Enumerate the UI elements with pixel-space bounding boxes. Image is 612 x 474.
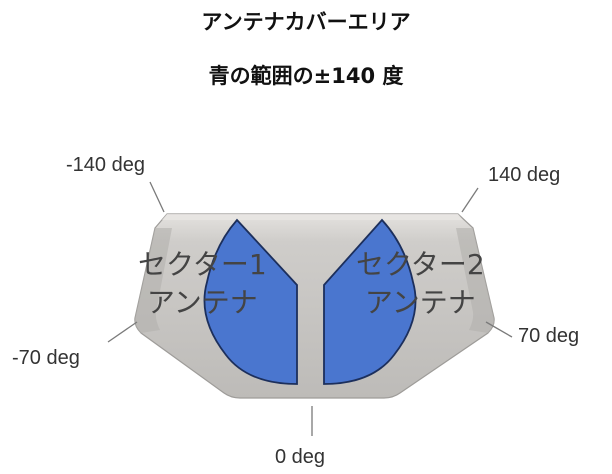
leader-line-neg140 (149, 181, 165, 213)
housing-left-facet (134, 228, 172, 333)
diagram-title: アンテナカバーエリア (201, 10, 411, 34)
angle-label-pos140: 140 deg (488, 164, 561, 186)
sector2-type: アンテナ (364, 286, 476, 319)
angle-label-neg70: -70 deg (12, 347, 80, 369)
sector1-type: アンテナ (146, 286, 258, 319)
housing-right-facet (456, 228, 495, 333)
diagram-subtitle: 青の範囲の±140 度 (208, 64, 404, 88)
sector2-name: セクター2 (356, 248, 485, 281)
angle-label-zero: 0 deg (275, 446, 326, 468)
sector2-label: セクター2 アンテナ (356, 246, 485, 322)
housing-top-edge (162, 214, 463, 220)
sector1-antenna-shape (203, 218, 298, 385)
leader-line-pos70 (485, 321, 513, 338)
sector2-antenna-shape (323, 218, 417, 385)
sector1-label: セクター1 アンテナ (138, 246, 267, 322)
leader-line-pos140 (461, 187, 479, 213)
leader-line-neg70 (107, 321, 138, 343)
angle-label-pos70: 70 deg (518, 325, 580, 347)
sector1-name: セクター1 (138, 248, 267, 281)
angle-label-neg140: -140 deg (66, 154, 145, 176)
